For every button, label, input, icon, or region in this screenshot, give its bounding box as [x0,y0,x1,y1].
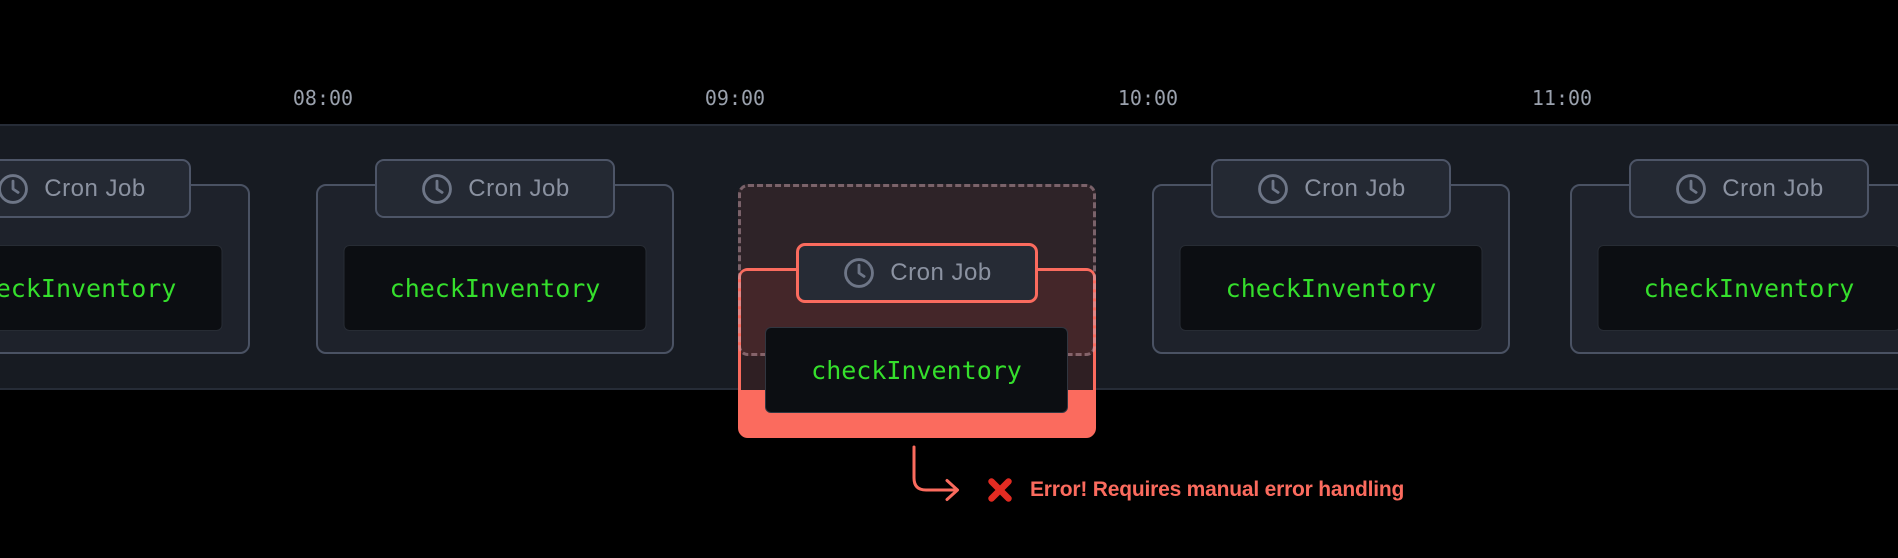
badge-label: Cron Job [468,174,570,202]
time-label-0800: 08:00 [292,86,354,110]
clock-icon [844,258,875,288]
clock-icon [0,173,29,204]
cron-job-badge: Cron Job [1629,159,1869,218]
clock-icon [1676,173,1707,204]
cron-job-card-4[interactable]: Cron Job checkInventory [1152,159,1510,354]
cross-mark-icon [988,478,1012,502]
function-name-box-error: checkInventory [765,327,1068,413]
time-label-1100: 11:00 [1531,86,1593,110]
function-name-box: checkInventory [1179,245,1483,331]
function-name-box: checkInventory [343,245,647,331]
clock-icon [422,173,453,204]
cron-job-badge: Cron Job [375,159,615,218]
time-label-1000: 10:00 [1117,86,1179,110]
function-name: checkInventory [0,273,177,303]
cron-job-badge: Cron Job [0,159,191,218]
function-name-box: checkInventory [0,245,223,331]
badge-label: Cron Job [1304,174,1406,202]
function-name: checkInventory [1643,273,1855,303]
cron-job-card-2[interactable]: Cron Job checkInventory [316,159,674,354]
function-name: checkInventory [1225,273,1437,303]
function-name-box: checkInventory [1597,245,1898,331]
time-label-0900: 09:00 [704,86,766,110]
badge-label: Cron Job [890,259,992,286]
error-message: Error! Requires manual error handling [1030,478,1405,501]
cron-job-badge-error: Cron Job [796,243,1038,303]
function-name: checkInventory [389,273,601,303]
cron-job-card-1[interactable]: Cron Job checkInventory [0,159,250,354]
clock-icon [1258,173,1289,204]
badge-label: Cron Job [44,174,146,202]
badge-label: Cron Job [1722,174,1824,202]
function-name: checkInventory [811,355,1022,385]
cron-job-card-5[interactable]: Cron Job checkInventory [1570,159,1898,354]
cron-job-badge: Cron Job [1211,159,1451,218]
error-connector-arrow [912,445,959,501]
